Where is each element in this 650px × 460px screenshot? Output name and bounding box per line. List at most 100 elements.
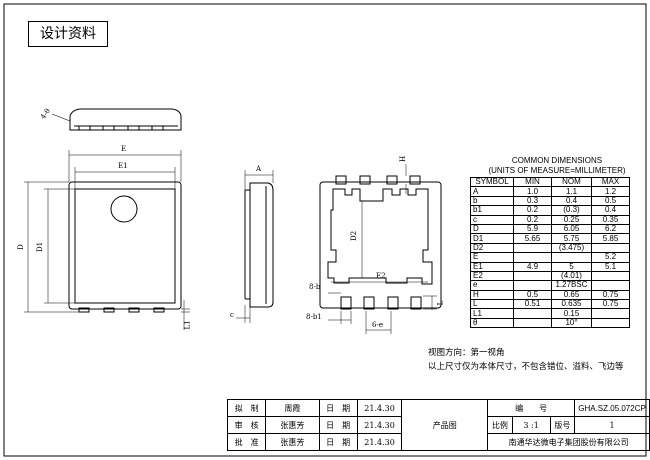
scale-value-cell: 3 :1 [511,416,551,434]
dim-d-label: D [16,244,25,250]
symbol-cell: D2 [470,242,514,254]
symbol-cell: E2 [470,270,514,282]
side-view-top [51,108,182,131]
date-label-cell: 日 期 [318,416,358,434]
value-cell: 6.2 [591,223,630,235]
value-cell: 5.2 [591,252,630,263]
symbol-cell: E1 [470,261,514,272]
dim-8b1-label: 8-b1 [306,313,322,321]
dim-l-label: L [436,300,445,306]
dim-e1-label: E1 [118,162,128,170]
value-cell [591,308,630,319]
name-cell: 张惠芳 [265,433,320,451]
value-cell: 0.2 [513,205,552,216]
value-cell [591,242,630,254]
dim-h-label: H [399,155,408,163]
value-cell [513,252,552,263]
value-cell: 5.65 [513,233,552,244]
company-cell: 南通华达微电子集团股份有限公司 [487,433,650,451]
value-cell [591,270,630,282]
value-cell [513,270,552,282]
value-cell: 0.4 [551,195,592,207]
value-cell: 0.15 [551,308,592,319]
side-view [236,170,274,323]
value-cell: (3.475) [551,242,592,254]
value-cell: 1.0 [513,186,552,197]
value-cell [513,317,552,329]
value-cell: 10° [551,317,592,329]
value-cell: 0.5 [591,195,630,207]
symbol-cell: b1 [470,205,514,216]
date-label-cell: 日 期 [318,433,358,451]
value-cell: 0.75 [591,299,630,310]
symbol-cell: E [470,252,514,263]
table-row: e 1.27BSC [470,280,630,291]
dim-c-label: c [230,311,234,319]
dim-d2-label: D2 [350,230,359,242]
value-cell: (4.01) [551,270,592,282]
value-cell: 0.51 [513,299,552,310]
table-header-row: SYMBOL MIN NOM MAX [470,176,630,188]
dim-e2-label: E2 [376,272,386,280]
value-cell: 0.35 [591,214,630,225]
role-cell: 审 核 [226,416,267,434]
value-cell: 1.2 [591,186,630,197]
value-cell: 0.75 [591,289,630,301]
date-cell: 21.4.30 [356,416,403,434]
value-cell: 1.27BSC [551,280,592,291]
symbol-cell: b [470,195,514,207]
view-direction-note: 视图方向：第一视角 [428,348,505,358]
dim-8b-label: 8-b [309,283,321,291]
role-cell: 拟 制 [226,399,267,417]
product-label-cell: 产品图 [401,399,489,451]
value-cell: 0.65 [551,289,592,301]
symbol-cell: H [470,289,514,301]
value-cell: 0.4 [591,205,630,216]
title-block-table: 拟 制 周霞 日 期 21.4.30 产品图 编 号 GHA.SZ.05.072… [226,399,650,451]
value-cell [591,317,630,329]
value-cell: 5 [551,261,592,272]
value-cell: 5.9 [513,223,552,235]
table-row: L1 0.15 [470,308,630,319]
dimensions-title-line2: (UNITS OF MEASURE=MILLIMETER) [488,166,626,175]
value-cell [591,280,630,291]
date-label-cell: 日 期 [318,399,358,417]
scale-label-cell: 比例 [487,416,513,434]
value-cell: 0.3 [513,195,552,207]
name-cell: 周霞 [265,399,320,417]
number-label-cell: 编 号 [487,399,576,417]
value-cell: 1.1 [551,186,592,197]
dimensions-title: COMMON DIMENSIONS (UNITS OF MEASURE=MILL… [468,156,646,176]
col-nom: NOM [551,176,592,188]
value-cell: 5.1 [591,261,630,272]
name-cell: 张惠芳 [265,416,320,434]
value-cell: 0.2 [513,214,552,225]
col-max: MAX [591,176,630,188]
col-min: MIN [513,176,552,188]
top-view [24,150,190,330]
symbol-cell: L [470,299,514,310]
value-cell [513,308,552,319]
symbol-cell: D [470,223,514,235]
value-cell: 0.25 [551,214,592,225]
value-cell [513,280,552,291]
dimensions-title-line1: COMMON DIMENSIONS [511,156,603,165]
symbol-cell: A [470,186,514,197]
symbol-cell: c [470,214,514,225]
value-cell: 0.5 [513,289,552,301]
symbol-cell: e [470,280,514,291]
symbol-cell: L1 [470,308,514,319]
dim-6e-label: 6-e [372,321,383,329]
dim-d1-label: D1 [36,241,45,253]
table-row: 批 准 张惠芳 日 期 21.4.30 南通华达微电子集团股份有限公司 [226,433,650,451]
value-cell: 0.635 [551,299,592,310]
